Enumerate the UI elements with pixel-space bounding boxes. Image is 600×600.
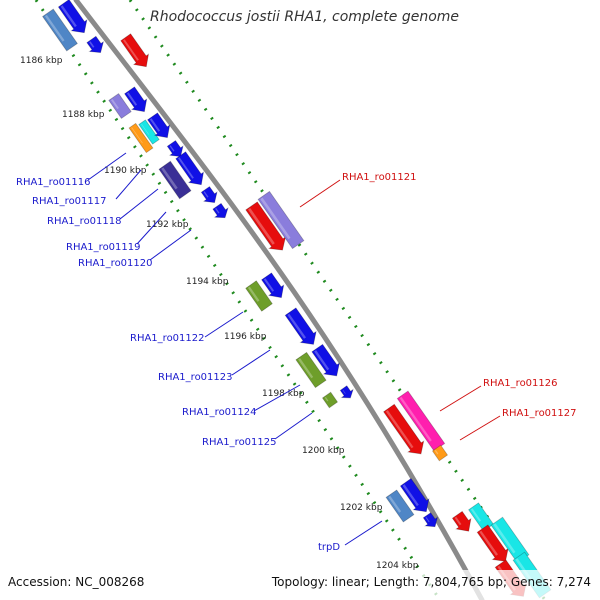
gene-olive-3 bbox=[321, 391, 339, 409]
kbp-tick-label: 1194 kbp bbox=[186, 277, 229, 287]
gene-blue-12 bbox=[339, 385, 354, 399]
gene-label-right: RHA1_ro01121 bbox=[342, 172, 417, 183]
gene-navy-1 bbox=[158, 160, 192, 200]
gene-orange-1 bbox=[128, 122, 154, 154]
gene-blue-1 bbox=[57, 0, 88, 34]
gene-label-left: RHA1_ro01122 bbox=[130, 333, 205, 344]
topology-text: Topology: linear; Length: 7,804,765 bp; … bbox=[271, 575, 591, 589]
kbp-tick-label: 1200 kbp bbox=[302, 446, 345, 456]
gene-blue-13 bbox=[399, 477, 430, 513]
gene-cyan-1 bbox=[138, 119, 160, 145]
gene-blue-5 bbox=[166, 140, 184, 158]
kbp-tick-label: 1196 kbp bbox=[224, 332, 267, 342]
gene-lavender-1 bbox=[108, 93, 132, 119]
kbp-tick-label: 1186 kbp bbox=[20, 56, 63, 66]
leader-line bbox=[344, 520, 383, 546]
gene-olive-2 bbox=[295, 351, 327, 389]
gene-label-left: RHA1_ro01125 bbox=[202, 437, 277, 448]
gene-cyan-3 bbox=[490, 516, 530, 564]
gene-blue-6 bbox=[175, 151, 205, 186]
leader-line bbox=[119, 188, 159, 220]
gene-label-left: RHA1_ro01124 bbox=[182, 407, 257, 418]
gene-blue-8 bbox=[212, 202, 229, 219]
kbp-tick-label: 1204 kbp bbox=[376, 561, 419, 571]
gene-red-5 bbox=[476, 524, 509, 562]
kbp-tick-label: 1202 kbp bbox=[340, 503, 383, 513]
leader-line bbox=[115, 169, 142, 200]
gene-label-left: RHA1_ro01117 bbox=[32, 196, 107, 207]
gene-steel-2 bbox=[385, 489, 415, 523]
leader-line bbox=[274, 412, 313, 440]
leader-line bbox=[136, 211, 167, 245]
gene-label-left: RHA1_ro01120 bbox=[78, 258, 153, 269]
gene-label-left: RHA1_ro01118 bbox=[47, 216, 122, 227]
kbp-tick-label: 1188 kbp bbox=[62, 110, 105, 120]
gene-label-right: RHA1_ro01127 bbox=[502, 408, 577, 419]
leader-line bbox=[253, 384, 301, 412]
gene-lavender-2 bbox=[257, 190, 305, 250]
gene-label-left: trpD bbox=[318, 542, 340, 553]
scale-track-right bbox=[128, 0, 547, 600]
gene-blue-2 bbox=[86, 35, 105, 54]
gene-label-left: RHA1_ro01116 bbox=[16, 177, 91, 188]
leader-line bbox=[439, 385, 482, 412]
gene-blue-4 bbox=[147, 112, 171, 139]
gene-red-3 bbox=[383, 403, 425, 455]
leader-line bbox=[299, 179, 341, 208]
gene-blue-9 bbox=[261, 272, 285, 299]
gene-red-2 bbox=[245, 201, 287, 251]
gene-red-1 bbox=[120, 33, 150, 68]
genome-backbone bbox=[73, 0, 485, 600]
map-title: Rhodococcus jostii RHA1, complete genome bbox=[150, 9, 460, 25]
gene-blue-3 bbox=[124, 86, 148, 113]
gene-blue-14 bbox=[422, 512, 439, 528]
gene-blue-11 bbox=[311, 343, 340, 377]
leader-line bbox=[459, 415, 501, 441]
gene-label-left: RHA1_ro01123 bbox=[158, 372, 233, 383]
leader-line bbox=[149, 229, 192, 261]
leader-line bbox=[204, 311, 244, 338]
footer-backdrop bbox=[0, 570, 600, 600]
leader-line bbox=[87, 152, 127, 181]
leader-line bbox=[231, 349, 271, 376]
gene-orange-2 bbox=[431, 444, 449, 462]
gene-label-left: RHA1_ro01119 bbox=[66, 242, 141, 253]
gene-label-right: RHA1_ro01126 bbox=[483, 378, 558, 389]
kbp-tick-label: 1192 kbp bbox=[146, 220, 189, 230]
accession-text: Accession: NC_008268 bbox=[8, 575, 145, 589]
gene-blue-7 bbox=[200, 186, 218, 204]
gene-red-4 bbox=[451, 510, 472, 532]
kbp-tick-label: 1190 kbp bbox=[104, 166, 147, 176]
gene-steel-1 bbox=[42, 8, 78, 52]
gene-blue-10 bbox=[284, 307, 317, 345]
gene-olive-1 bbox=[245, 280, 273, 312]
gene-magenta-1 bbox=[396, 390, 446, 452]
